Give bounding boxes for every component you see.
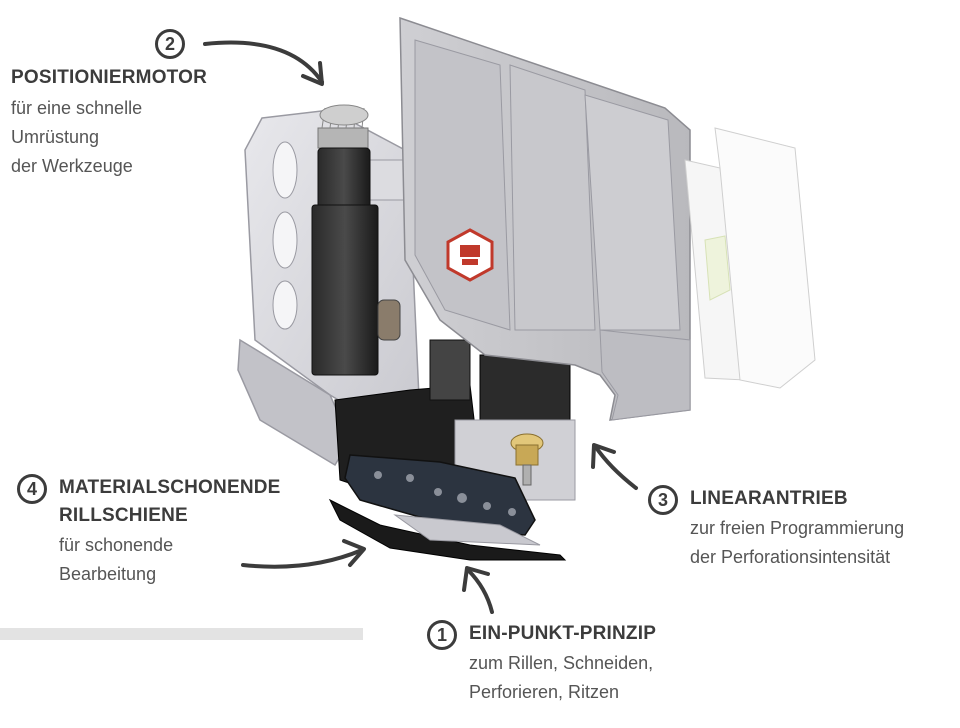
- desc-line: für eine schnelle: [11, 98, 143, 118]
- desc-line: der Perforationsintensität: [690, 547, 891, 567]
- callout-title-rillschiene-line2: RILLSCHIENE: [59, 505, 188, 526]
- arrow-1: [462, 566, 494, 614]
- desc-line: Umrüstung: [11, 127, 100, 147]
- callout-number-3: 3: [648, 485, 678, 515]
- callout-number-2: 2: [155, 29, 185, 59]
- desc-line: Bearbeitung: [59, 564, 157, 584]
- arrow-3: [591, 443, 638, 490]
- callout-number-1: 1: [427, 620, 457, 650]
- arrow-4: [241, 539, 366, 569]
- brand-logo: [446, 228, 494, 282]
- positioning-motor: [311, 104, 401, 376]
- translucent-panels: [684, 127, 816, 389]
- callout-number-4: 4: [17, 474, 47, 504]
- desc-line: der Werkzeuge: [11, 156, 133, 176]
- desc-line: Perforieren, Ritzen: [469, 682, 620, 702]
- callout-title-linearantrieb: LINEARANTRIEB: [690, 488, 848, 509]
- divider-bar: [0, 628, 363, 640]
- callout-desc-rillschiene: für schonende Bearbeitung: [59, 531, 173, 589]
- front-cover: [399, 16, 691, 421]
- callout-title-ein-punkt-prinzip: EIN-PUNKT-PRINZIP: [469, 623, 657, 644]
- callout-desc-linearantrieb: zur freien Programmierung der Perforatio…: [690, 514, 904, 572]
- arrow-2: [203, 40, 324, 86]
- callout-desc-positioniermotor: für eine schnelle Umrüstung der Werkzeug…: [11, 94, 142, 181]
- callout-title-rillschiene-line1: MATERIALSCHONENDE: [59, 477, 281, 498]
- creasing-rail: [328, 498, 567, 561]
- callout-desc-ein-punkt-prinzip: zum Rillen, Schneiden, Perforieren, Ritz…: [469, 649, 653, 707]
- desc-line: zur freien Programmierung: [690, 518, 905, 538]
- callout-title-positioniermotor: POSITIONIERMOTOR: [11, 67, 208, 88]
- desc-line: zum Rillen, Schneiden,: [469, 653, 654, 673]
- desc-line: für schonende: [59, 535, 174, 555]
- mounting-plate: [344, 454, 536, 536]
- linear-drive-part: [510, 433, 544, 486]
